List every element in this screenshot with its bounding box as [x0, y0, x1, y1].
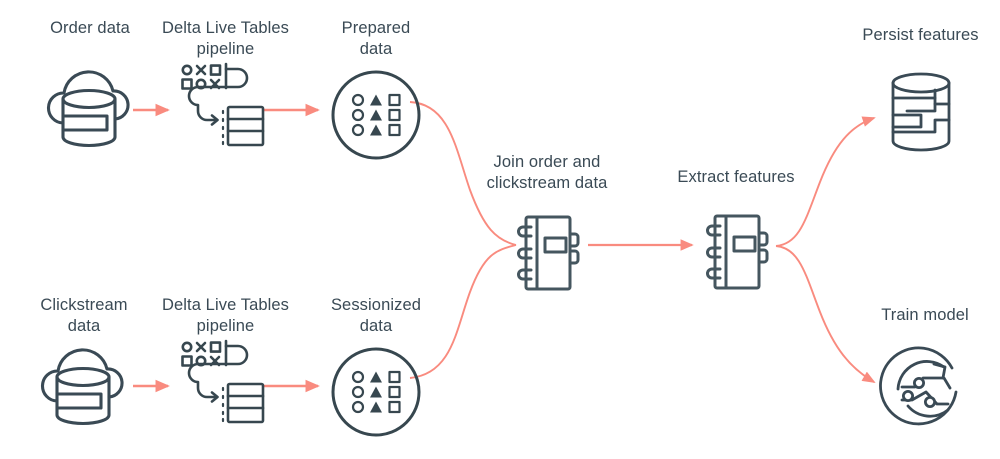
node-dlt-pipeline-bottom[interactable]: Delta Live Tables pipeline	[148, 295, 303, 430]
node-label-train-model: Train model	[881, 306, 969, 324]
node-label-clickstream-data: Clickstream data	[40, 296, 128, 335]
node-extract-features[interactable]: Extract features	[656, 167, 816, 293]
feature-store-database-icon	[879, 70, 963, 154]
train-model-icon	[879, 344, 968, 430]
notebook-icon	[697, 211, 775, 293]
node-clickstream-data[interactable]: Clickstream data	[14, 295, 154, 434]
node-label-sessionized-data: Sessionized data	[330, 296, 422, 335]
cloud-database-icon	[35, 61, 145, 156]
node-persist-features[interactable]: Persist features	[848, 25, 993, 154]
shapes-circle-icon	[330, 69, 422, 161]
node-dlt-pipeline-top[interactable]: Delta Live Tables pipeline	[148, 18, 303, 153]
node-label-persist-features: Persist features	[862, 26, 979, 44]
cloud-database-icon	[29, 339, 139, 434]
node-label-extract-features: Extract features	[677, 168, 795, 186]
node-label-order-data: Order data	[50, 19, 130, 37]
node-train-model[interactable]: Train model	[860, 305, 990, 430]
node-label-dlt-pipeline-bottom: Delta Live Tables pipeline	[161, 296, 290, 335]
node-order-data[interactable]: Order data	[20, 18, 160, 156]
node-prepared-data[interactable]: Prepared data	[314, 18, 438, 161]
delta-live-tables-pipeline-icon	[176, 338, 276, 430]
node-join-order-clickstream[interactable]: Join order and clickstream data	[472, 152, 622, 294]
delta-live-tables-pipeline-icon	[176, 61, 276, 153]
node-label-prepared-data: Prepared data	[341, 19, 411, 58]
node-label-join-order-clickstream: Join order and clickstream data	[486, 153, 608, 192]
node-sessionized-data[interactable]: Sessionized data	[310, 295, 442, 438]
node-label-dlt-pipeline-top: Delta Live Tables pipeline	[161, 19, 290, 58]
shapes-circle-icon	[330, 346, 422, 438]
notebook-icon	[508, 212, 586, 294]
